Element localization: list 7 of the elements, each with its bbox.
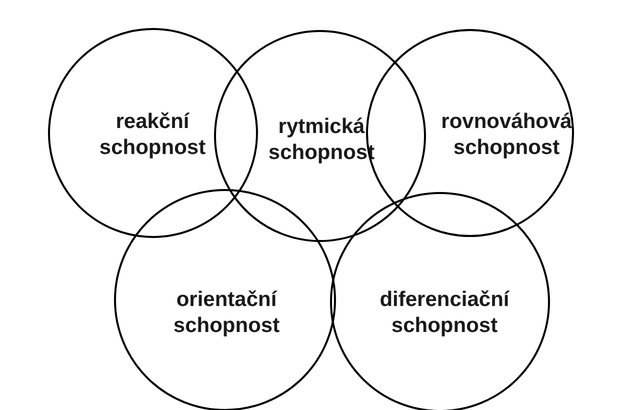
circle-node xyxy=(114,189,336,410)
circle-node xyxy=(48,28,258,238)
circle-node xyxy=(214,30,426,242)
circle-label: orientační schopnost xyxy=(172,286,281,338)
circle-label: diferenciační schopnost xyxy=(378,286,511,338)
circle-label: reakční schopnost xyxy=(98,108,207,160)
circle-node xyxy=(330,192,550,410)
